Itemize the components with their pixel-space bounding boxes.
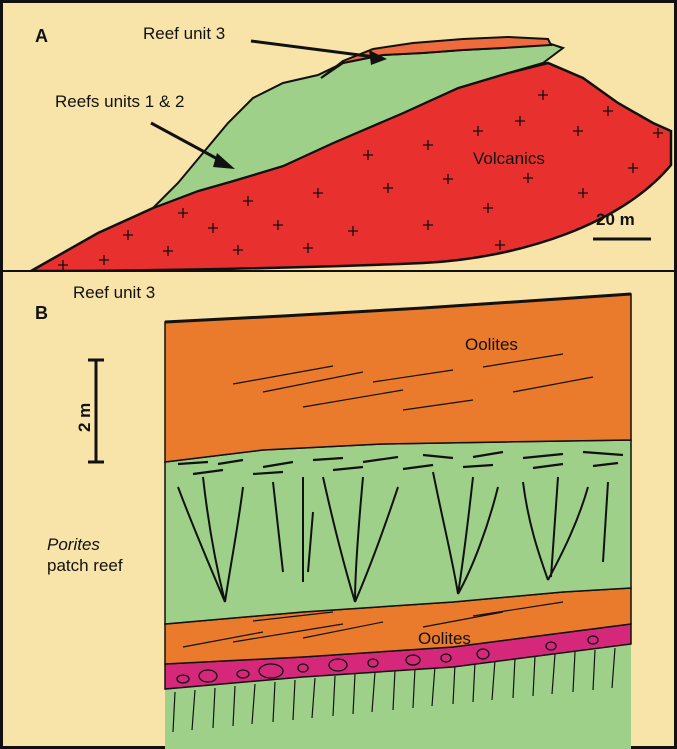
label-reef-unit-3-b: Reef unit 3 [73, 284, 155, 301]
label-reef-unit-3: Reef unit 3 [143, 25, 225, 42]
label-scale-2m: 2 m [76, 403, 93, 432]
panel-b-letter: B [35, 304, 48, 322]
label-scale-20m: 20 m [596, 211, 635, 228]
stratigraphic-column-b [3, 272, 677, 749]
panel-b: Reef unit 3 B Oolites Oolites 2 m Porite… [0, 272, 677, 749]
label-porites: Porites [47, 536, 100, 553]
label-oolites-top: Oolites [465, 336, 518, 353]
panel-a: A Reef unit 3 Reefs units 1 & 2 Volcanic… [0, 0, 677, 272]
label-patch-reef: patch reef [47, 557, 123, 574]
cross-section-a [3, 3, 677, 275]
label-oolites-bottom: Oolites [418, 630, 471, 647]
panel-a-letter: A [35, 27, 48, 45]
label-volcanics: Volcanics [473, 150, 545, 167]
label-reefs-units-1-2: Reefs units 1 & 2 [55, 93, 184, 110]
